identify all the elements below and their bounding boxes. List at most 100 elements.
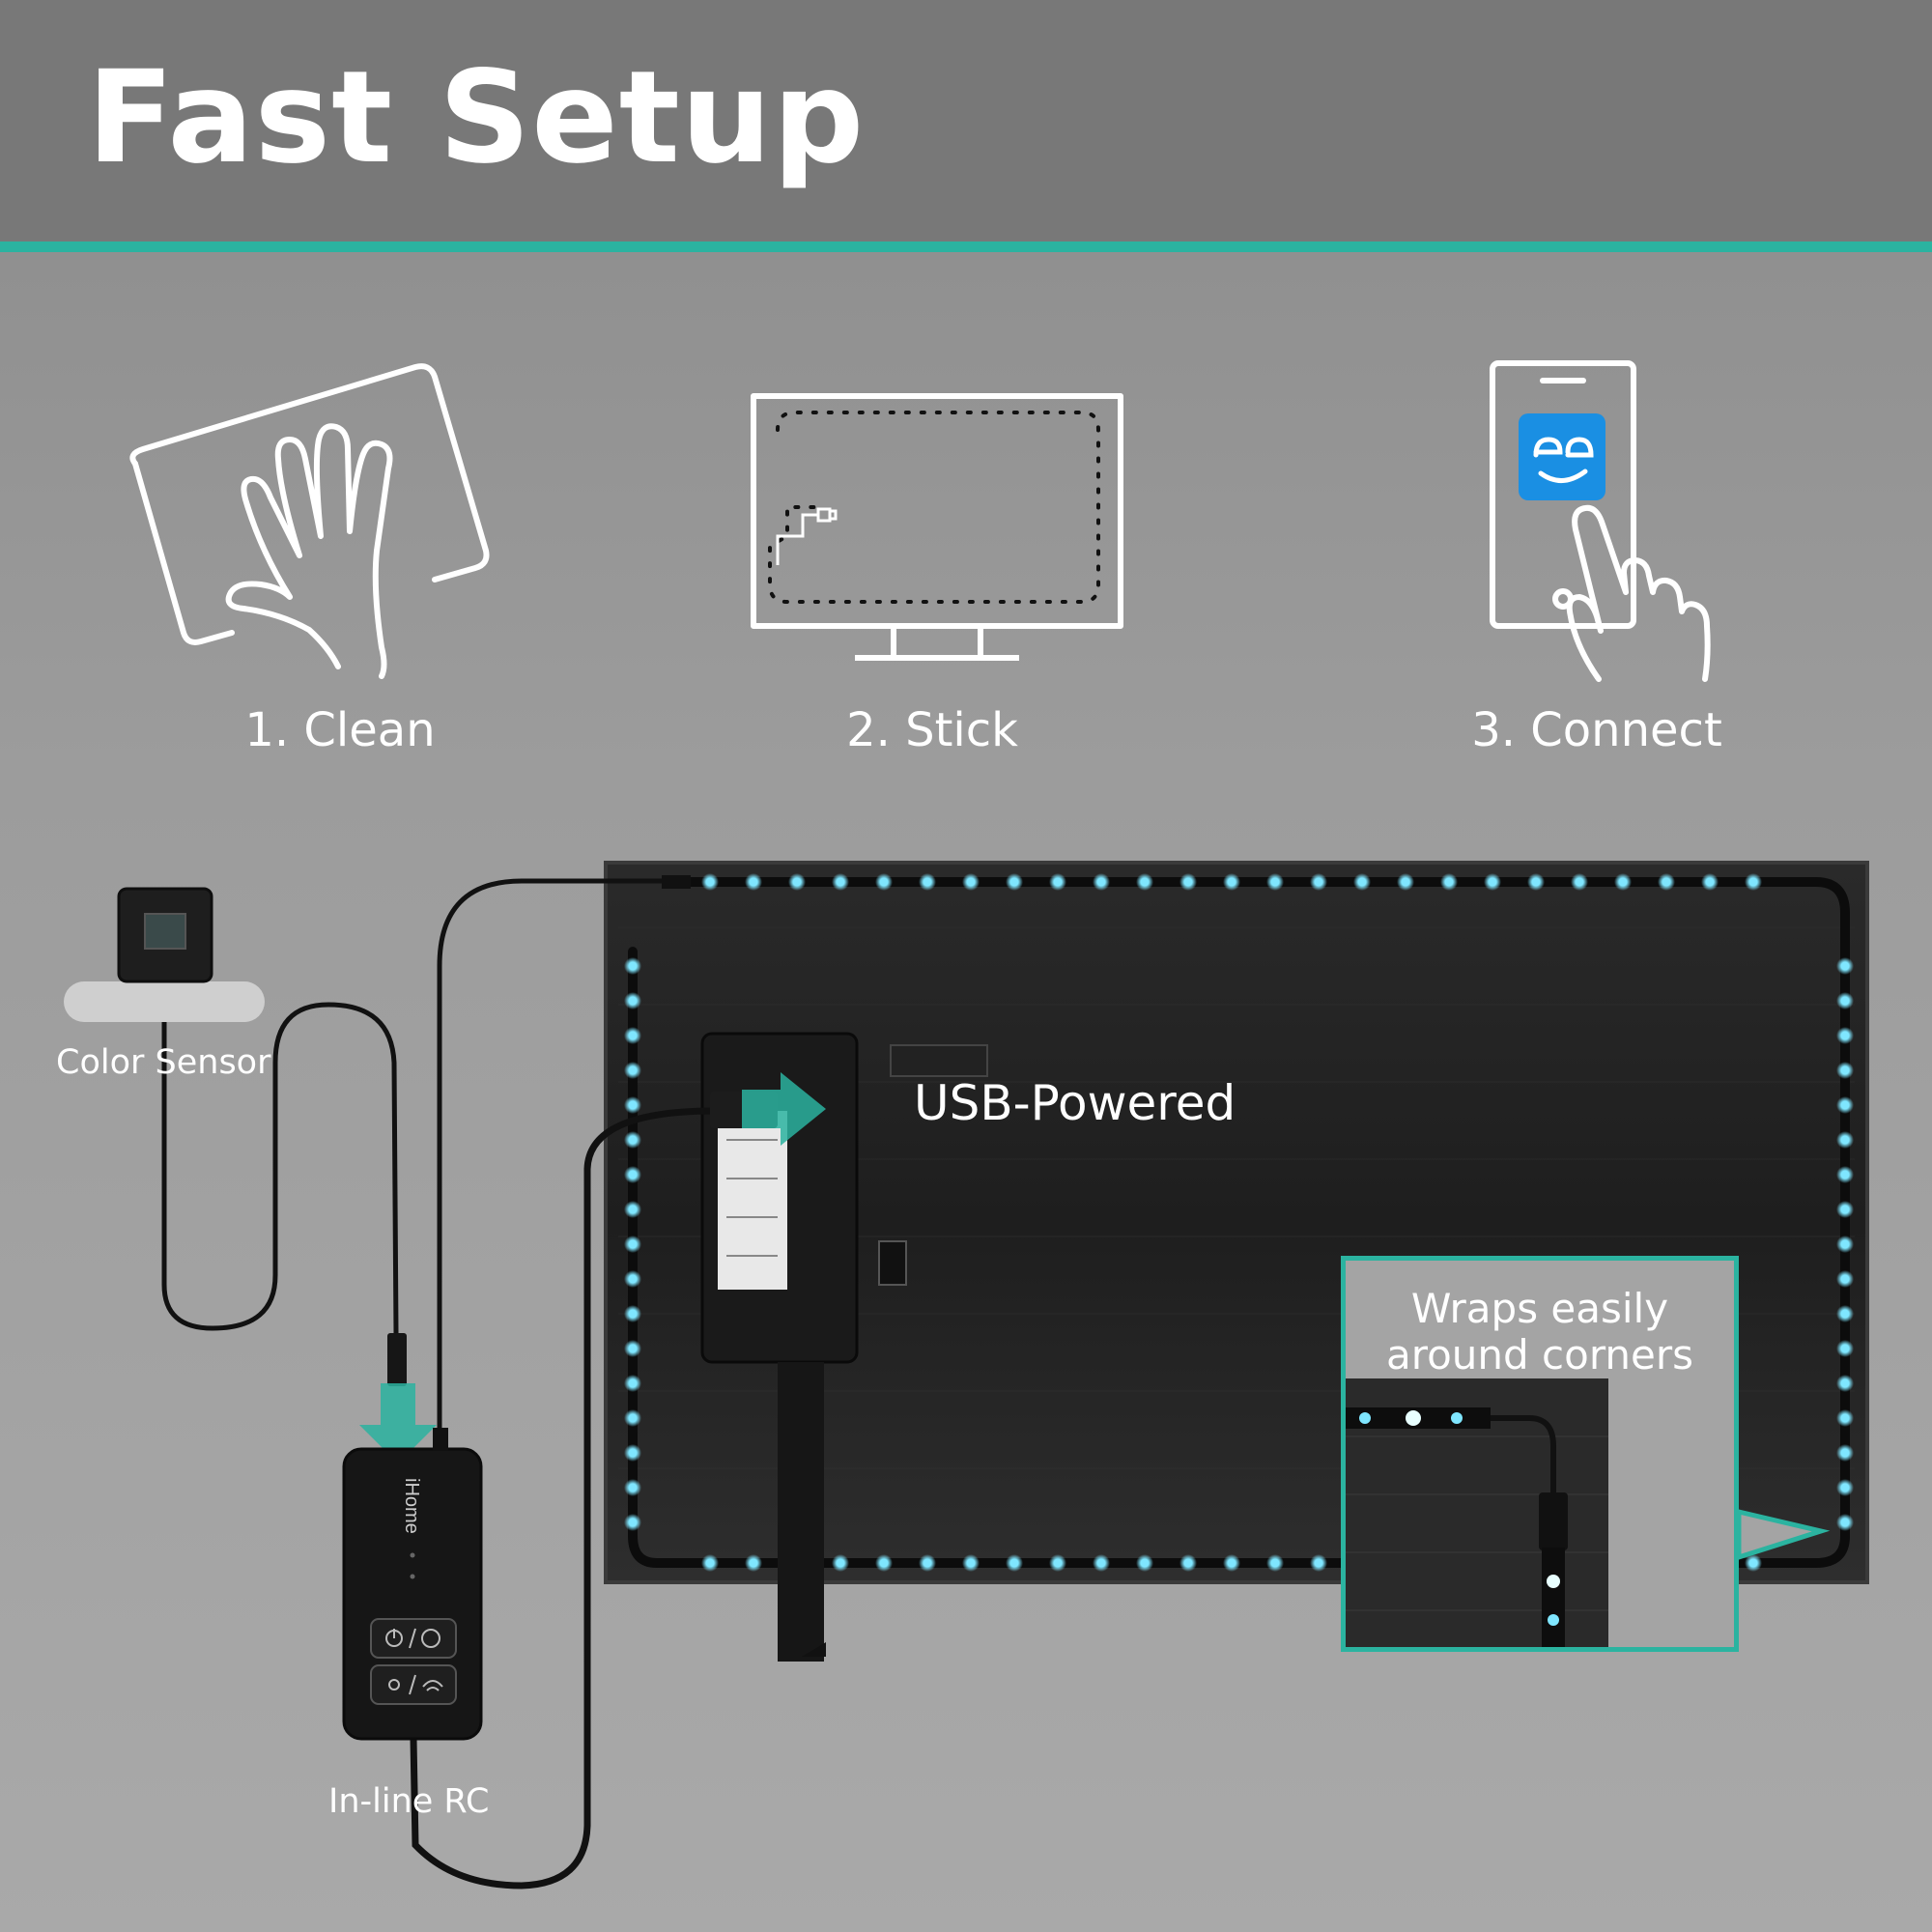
- tv-led-strip-icon: [751, 393, 1123, 661]
- led-core: [1315, 1559, 1322, 1567]
- led-core: [1841, 1449, 1849, 1457]
- strip-cable: [437, 878, 676, 1430]
- led-core: [1315, 878, 1322, 886]
- led-core: [629, 1206, 637, 1213]
- led-strip: [628, 877, 1850, 1568]
- led-core: [1841, 997, 1849, 1005]
- color-sensor-label: Color Sensor: [56, 1043, 271, 1082]
- led-core: [1141, 1559, 1149, 1567]
- led-core: [629, 1066, 637, 1074]
- led-core: [750, 1559, 757, 1567]
- led-core: [1662, 878, 1670, 886]
- led-core: [1841, 1032, 1849, 1039]
- led-core: [1271, 878, 1279, 886]
- led-core: [706, 1559, 714, 1567]
- accent-divider: [0, 242, 1932, 252]
- led-core: [1141, 878, 1149, 886]
- sensor-cable: [161, 1002, 399, 1334]
- led-core: [793, 878, 801, 886]
- led-core: [1445, 878, 1453, 886]
- led-core: [1489, 878, 1496, 886]
- led-core: [1706, 878, 1714, 886]
- led-core: [629, 962, 637, 970]
- sensor-shelf: [64, 981, 265, 1022]
- led-core: [1532, 878, 1540, 886]
- step-connect-label: 3. Connect: [1471, 703, 1722, 757]
- led-core: [1749, 878, 1757, 886]
- led-core: [629, 1101, 637, 1109]
- led-core: [1841, 1519, 1849, 1526]
- led-core: [1054, 878, 1062, 886]
- led-core: [1749, 1559, 1757, 1567]
- stand-neck: [778, 1362, 824, 1662]
- led-core: [880, 1559, 888, 1567]
- corner-wrap-text: Wraps easily around corners: [1386, 1285, 1693, 1378]
- led-core: [923, 878, 931, 886]
- corner-wrap-inset: Wraps easily around corners: [1341, 1256, 1739, 1652]
- led-core: [880, 878, 888, 886]
- led-core: [1841, 1275, 1849, 1283]
- usb-powered-label: USB-Powered: [914, 1075, 1236, 1131]
- led-core: [1228, 1559, 1236, 1567]
- led-core: [1097, 878, 1105, 886]
- led-core: [1358, 878, 1366, 886]
- led-core: [1841, 1066, 1849, 1074]
- phone-app-tap-icon: [1490, 360, 1711, 682]
- led-core: [629, 1414, 637, 1422]
- led-core: [837, 878, 844, 886]
- led-core: [1841, 1379, 1849, 1387]
- led-core: [629, 1519, 637, 1526]
- led-core: [1402, 878, 1409, 886]
- led-core: [1841, 1171, 1849, 1179]
- led-core: [1184, 878, 1192, 886]
- power-supply-label: [718, 1111, 787, 1290]
- page-title: Fast Setup: [87, 43, 866, 192]
- led-core: [1841, 1240, 1849, 1248]
- led-core: [1841, 1310, 1849, 1318]
- led-core: [1228, 878, 1236, 886]
- led-core: [629, 1379, 637, 1387]
- inline-rc-label: In-line RC: [328, 1782, 490, 1821]
- led-core: [629, 1449, 637, 1457]
- controller-arrow: [359, 1383, 437, 1463]
- step-stick-label: 2. Stick: [846, 703, 1018, 757]
- led-core: [1841, 962, 1849, 970]
- led-core: [1097, 1559, 1105, 1567]
- step-clean-label: 1. Clean: [244, 703, 436, 757]
- led-core: [1841, 1101, 1849, 1109]
- led-core: [629, 1171, 637, 1179]
- led-core: [1841, 1206, 1849, 1213]
- led-core: [1576, 878, 1583, 886]
- led-core: [837, 1559, 844, 1567]
- led-core: [629, 1136, 637, 1144]
- led-core: [629, 1310, 637, 1318]
- led-core: [1054, 1559, 1062, 1567]
- led-core: [629, 1345, 637, 1352]
- hand-wipe-icon: [129, 363, 490, 679]
- hdmi-port: [878, 1240, 907, 1286]
- led-core: [750, 878, 757, 886]
- led-core: [706, 878, 714, 886]
- controller-brand: iHome: [401, 1478, 422, 1534]
- led-core: [1010, 1559, 1018, 1567]
- led-core: [1010, 878, 1018, 886]
- usb-arrow: [742, 1072, 826, 1146]
- led-core: [629, 1240, 637, 1248]
- led-core: [629, 997, 637, 1005]
- led-core: [967, 878, 975, 886]
- led-core: [1841, 1345, 1849, 1352]
- led-core: [1841, 1484, 1849, 1492]
- usb-cable: [410, 1107, 716, 1889]
- back-label-plate: [890, 1044, 988, 1077]
- led-core: [1841, 1414, 1849, 1422]
- header-bar: Fast Setup: [0, 0, 1932, 242]
- led-core: [1619, 878, 1627, 886]
- led-core: [1841, 1136, 1849, 1144]
- led-core: [967, 1559, 975, 1567]
- led-core: [629, 1032, 637, 1039]
- led-core: [629, 1275, 637, 1283]
- led-core: [1184, 1559, 1192, 1567]
- led-core: [629, 1484, 637, 1492]
- stand-foot: [784, 1642, 826, 1657]
- led-core: [923, 1559, 931, 1567]
